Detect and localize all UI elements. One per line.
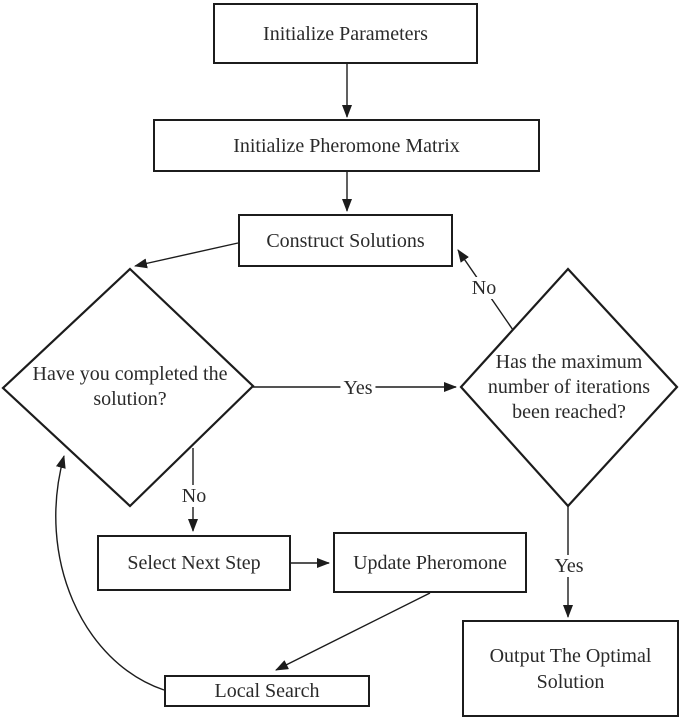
node-construct-solutions: Construct Solutions — [238, 214, 453, 267]
edge-label-yes-to-max-iterations: Yes — [340, 377, 376, 399]
node-initialize-pheromone-matrix-label: Initialize Pheromone Matrix — [233, 134, 460, 157]
node-select-next-step-label: Select Next Step — [127, 552, 261, 574]
diamond-max-iterations-label: Has the maximum number of iterations bee… — [487, 351, 651, 423]
node-local-search-label: Local Search — [214, 680, 320, 702]
node-output-optimal-solution-label: Output The Optimal Solution — [489, 644, 652, 693]
node-output-optimal-solution: Output The Optimal Solution — [462, 620, 679, 717]
node-initialize-parameters-label: Initialize Parameters — [263, 22, 428, 45]
edge-label-no-to-select-next: No — [178, 485, 210, 507]
edge-local-search-back-to-completed-diamond — [55, 455, 165, 691]
node-initialize-pheromone-matrix: Initialize Pheromone Matrix — [153, 119, 540, 172]
node-update-pheromone: Update Pheromone — [333, 532, 527, 593]
node-initialize-parameters: Initialize Parameters — [213, 3, 478, 64]
diamond-completed-solution-label: Have you completed the solution? — [32, 363, 228, 410]
edge-construct-to-completed-diamond — [134, 242, 239, 269]
node-update-pheromone-label: Update Pheromone — [353, 551, 507, 574]
node-construct-solutions-label: Construct Solutions — [266, 229, 425, 252]
node-local-search: Local Search — [164, 675, 370, 707]
node-select-next-step: Select Next Step — [97, 535, 291, 591]
edge-label-yes-to-output: Yes — [551, 555, 587, 577]
diamond-completed-solution — [1, 267, 255, 508]
edge-label-no-back-to-construct: No — [468, 277, 500, 299]
edge-update-pheromone-to-local-search — [275, 592, 431, 671]
